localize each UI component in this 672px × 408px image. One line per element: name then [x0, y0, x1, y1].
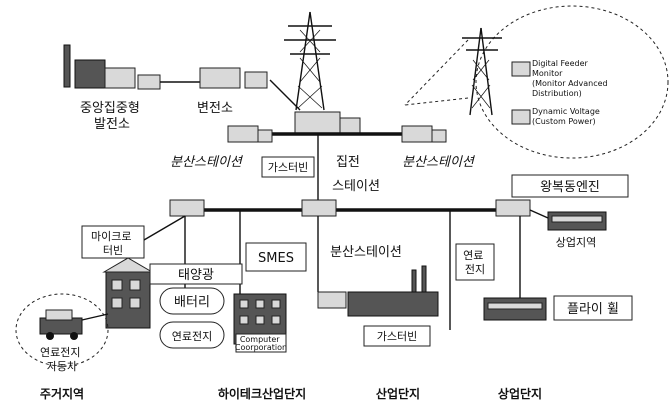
dist-station-right-icon [402, 126, 446, 142]
voltage-device-icon [512, 110, 530, 124]
commercial-area-label: 상업지역 [556, 236, 596, 249]
fuel-cell-vehicle-icon [40, 310, 82, 340]
substation-label: 변전소 [197, 101, 233, 116]
transmission-tower-icon [270, 12, 336, 110]
central-power-plant-icon [64, 45, 200, 89]
bus-station-right-icon [496, 200, 530, 216]
central-plant-label: 중앙집중형 발전소 [80, 101, 144, 132]
flywheel-label: 플라이 휠 [567, 302, 619, 317]
substation-icon [200, 68, 267, 88]
commercial-complex-icon [484, 298, 546, 320]
callout-voltage-text: Dynamic Voltage (Custom Power) [532, 107, 602, 126]
dist-station-mid-label: 분산스테이션 [330, 245, 402, 260]
residential-house-icon [104, 258, 152, 328]
zone-commercial: 상업단지 [498, 386, 542, 401]
bus-station-left-icon [170, 200, 204, 216]
dist-station-right-label: 분산스테이션 [402, 155, 476, 170]
gas-turbine-top-label: 가스터빈 [268, 161, 308, 174]
battery-label: 배터리 [174, 295, 210, 310]
gas-turbine-bottom-label: 가스터빈 [377, 330, 417, 343]
fuel-cell-mid-label: 연료전지 [172, 330, 212, 343]
solar-label: 태양광 [178, 268, 214, 283]
industrial-plant-icon [318, 266, 438, 316]
bus-station-center-icon [302, 200, 336, 216]
dist-station-left-label: 분산스테이션 [170, 155, 244, 170]
zone-hitech: 하이테크산업단지 [218, 386, 306, 401]
fuel-cell-right-label: 연료 전지 [463, 249, 487, 276]
callout-feeder-text: Digital Feeder Monitor (Monitor Advanced… [532, 59, 610, 98]
collection-station-icon [295, 112, 360, 134]
collect-station-label: 집전 스테이션 [332, 155, 380, 194]
feeder-monitor-icon [512, 62, 530, 76]
smes-label: SMES [258, 251, 294, 266]
fc-vehicle-label: 연료전지 자동차 [40, 346, 84, 373]
zone-industrial: 산업단지 [376, 386, 420, 401]
callout-tower-icon [462, 28, 502, 115]
zone-residential: 주거지역 [40, 386, 84, 401]
dist-station-left-icon [228, 126, 272, 142]
commercial-building-icon [548, 212, 606, 230]
computer-label: Computer Coorporation [235, 335, 287, 352]
recip-engine-label: 왕복동엔진 [540, 180, 600, 195]
